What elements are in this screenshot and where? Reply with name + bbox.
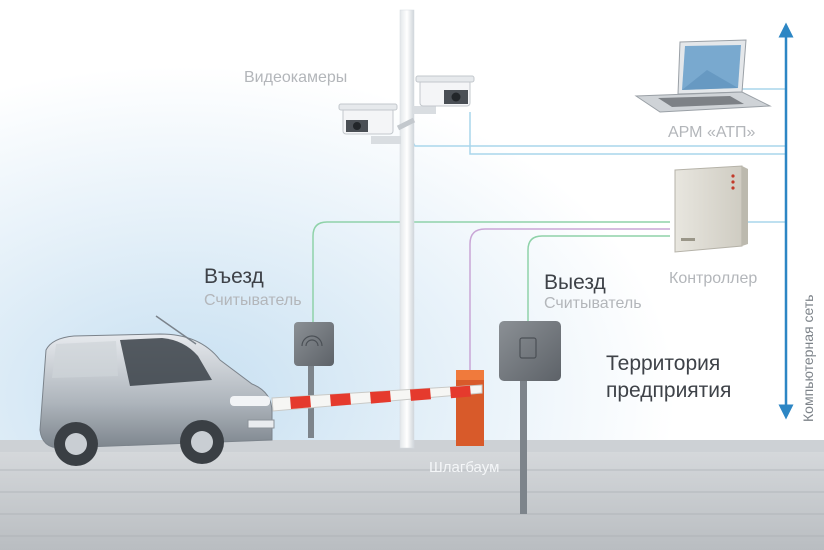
cctv-camera-icon (412, 75, 475, 114)
controller-label: Контроллер (669, 270, 758, 287)
workstation-label: АРМ «АТП» (668, 124, 756, 141)
exit-reader-label: Считыватель (544, 295, 642, 312)
camera-pole (399, 9, 415, 449)
territory-label: Территория предприятия (606, 352, 732, 402)
exit-title: Выезд (544, 271, 606, 294)
van-icon (39, 315, 275, 466)
entry-title: Въезд (204, 265, 264, 288)
card-reader-icon (499, 321, 561, 514)
entry-reader-label: Считыватель (204, 292, 302, 309)
cameras-label: Видеокамеры (244, 69, 348, 86)
cctv-camera-icon (338, 103, 416, 144)
barrier-label: Шлагбаум (429, 459, 500, 476)
boom-barrier-icon (271, 370, 484, 446)
network-label: Компьютерная сеть (800, 294, 816, 422)
laptop-icon (634, 39, 772, 113)
controller-box-icon (674, 165, 748, 253)
road (0, 440, 824, 550)
